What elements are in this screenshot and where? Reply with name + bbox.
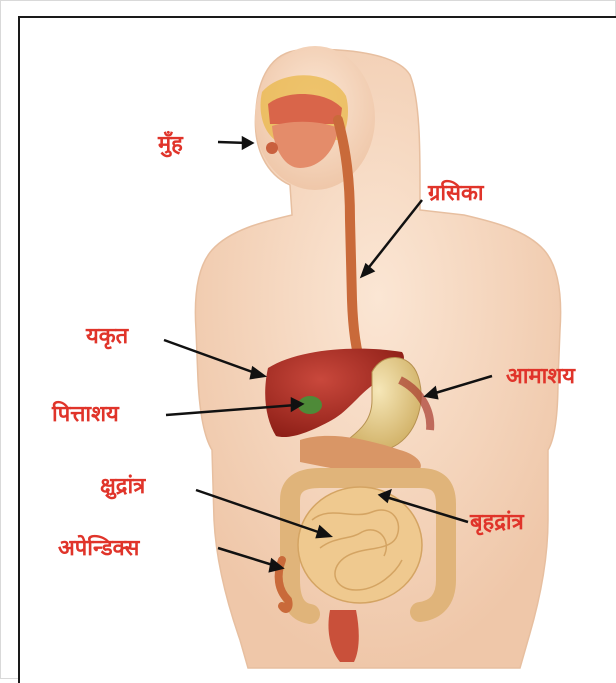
label-gallbladder: पित्ताशय (52, 398, 119, 428)
label-liver: यकृत (86, 320, 128, 350)
label-stomach: आमाशय (506, 360, 575, 390)
label-mouth: मुँह (158, 128, 183, 158)
label-esophagus: ग्रसिका (428, 177, 484, 207)
label-appendix: अपेन्डिक्स (58, 532, 139, 562)
label-small-intestine: क्षुद्रांत्र (100, 470, 145, 500)
small-intestine-organ (298, 487, 422, 603)
label-large-intestine: बृहद्रांत्र (470, 506, 524, 536)
